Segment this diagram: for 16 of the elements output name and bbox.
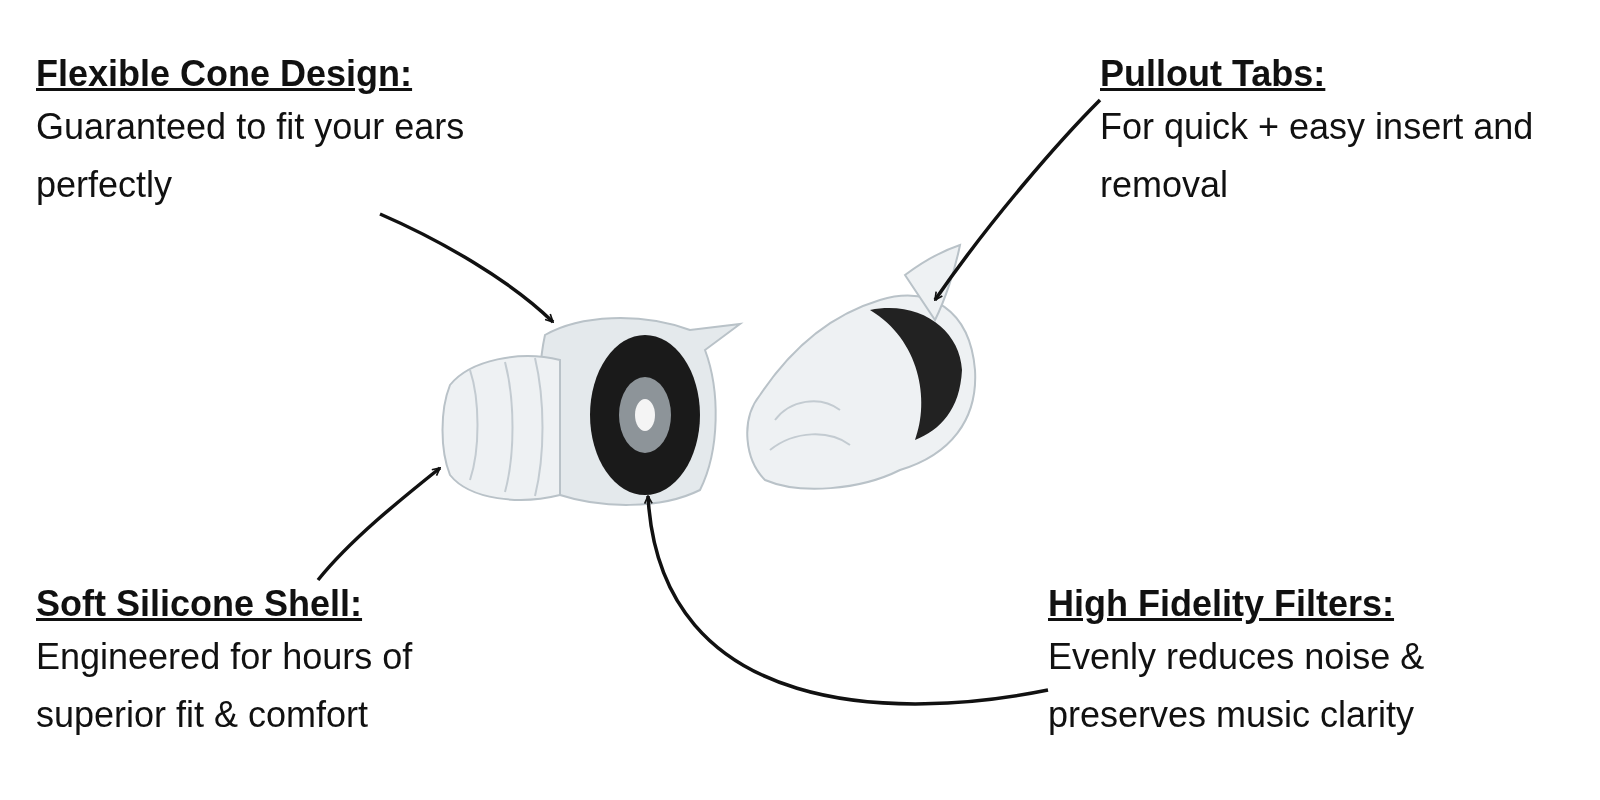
feature-description: Evenly reduces noise & preserves music clarity <box>1048 635 1426 737</box>
feature-description: Guaranteed to fit your ears perfectly <box>36 105 466 207</box>
arrow <box>379 212 555 324</box>
arrow <box>644 495 1049 706</box>
earplug-tip <box>441 355 561 501</box>
feature-description: For quick + easy insert and removal <box>1100 105 1535 207</box>
feature-heading: Pullout Tabs: <box>1100 52 1326 96</box>
earplug-flange <box>539 317 741 506</box>
feature-description: Engineered for hours of superior fit & comfort <box>36 635 414 737</box>
feature-heading: Flexible Cone Design: <box>36 52 413 96</box>
arrow <box>933 98 1102 301</box>
filter-ring <box>590 335 700 495</box>
feature-heading: Soft Silicone Shell: <box>36 582 363 626</box>
arrow <box>316 466 442 582</box>
pull-tab <box>904 244 961 321</box>
feature-heading: High Fidelity Filters: <box>1048 582 1395 626</box>
